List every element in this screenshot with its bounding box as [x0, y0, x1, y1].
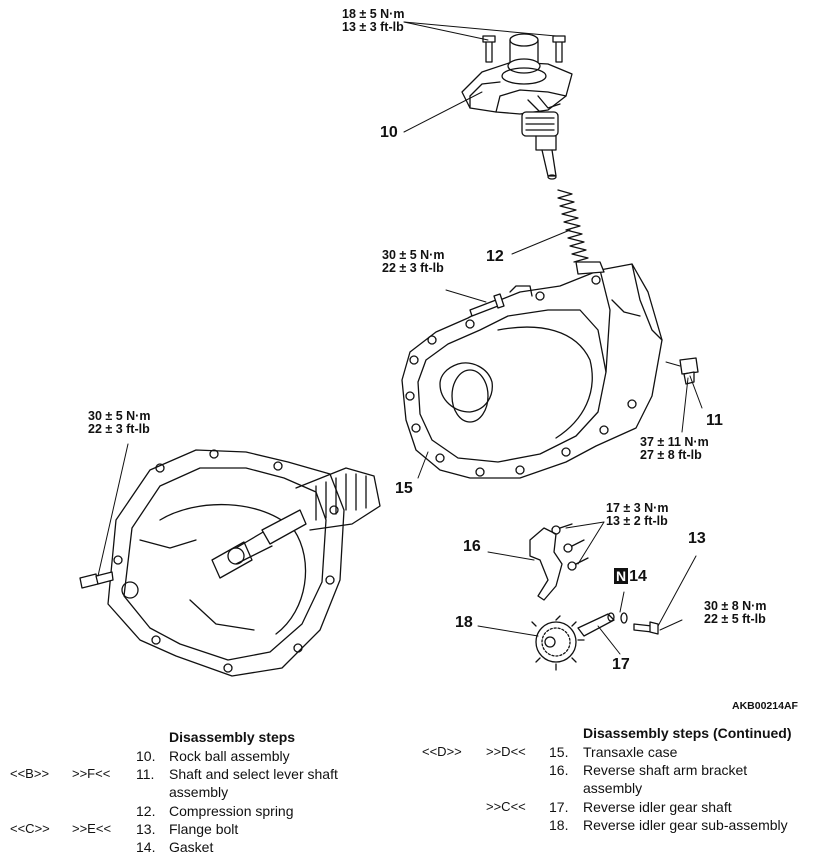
step-number: 17. — [549, 798, 569, 815]
step-ref-a: <<C>> — [10, 820, 50, 836]
torque-spec-housing-bolt: 30 ± 5 N·m 22 ± 3 ft-lb — [88, 410, 150, 436]
plug-11-drawing — [679, 357, 699, 385]
leader-lines — [97, 21, 703, 655]
torque-nm: 30 ± 8 N·m — [704, 599, 767, 613]
step-text: Reverse shaft arm bracket — [583, 762, 748, 779]
reverse-idler-gear-shaft-drawing — [577, 612, 615, 637]
disassembly-steps-right: Disassembly steps (Continued) <<D>> >>D<<… — [410, 724, 818, 854]
step-text: assembly — [583, 780, 643, 797]
reverse-shaft-arm-bracket-drawing — [529, 523, 589, 601]
callout-12: 12 — [486, 248, 504, 265]
step-text: assembly — [169, 784, 229, 801]
step-number: 14. — [136, 839, 156, 855]
callout-10: 10 — [380, 124, 398, 141]
torque-nm: 17 ± 3 N·m — [606, 501, 669, 515]
step-ref-b: >>C<< — [486, 798, 526, 814]
torque-spec-13: 30 ± 8 N·m 22 ± 5 ft-lb — [704, 600, 766, 626]
callout-17: 17 — [612, 656, 630, 673]
torque-ftlb: 13 ± 2 ft-lb — [606, 514, 668, 528]
torque-ftlb: 22 ± 5 ft-lb — [704, 612, 766, 626]
step-number: 18. — [549, 816, 569, 833]
case-bolt-drawing — [469, 293, 505, 317]
callout-16: 16 — [463, 538, 481, 555]
callout-15: 15 — [395, 480, 413, 497]
torque-nm: 18 ± 5 N·m — [342, 7, 405, 21]
step-number: 16. — [549, 762, 569, 779]
replace-part-badge: N — [614, 568, 629, 584]
steps-title-continued: Disassembly steps (Continued) — [583, 725, 792, 741]
callout-18: 18 — [455, 614, 473, 631]
compression-spring-drawing — [557, 189, 589, 263]
step-ref-a: <<B>> — [10, 766, 50, 782]
callout-14-number: 14 — [629, 568, 647, 585]
step-number: 15. — [549, 744, 569, 760]
gasket-drawing — [620, 612, 628, 624]
step-ref-a: <<D>> — [422, 744, 462, 759]
step-text: Reverse idler gear shaft — [583, 798, 732, 815]
step-text: Gasket — [169, 839, 214, 855]
callout-11: 11 — [706, 412, 723, 429]
clutch-housing-drawing — [107, 449, 381, 677]
rock-ball-assembly-drawing — [461, 33, 573, 180]
step-text: Reverse idler gear sub-assembly — [583, 816, 788, 833]
torque-ftlb: 22 ± 3 ft-lb — [382, 261, 444, 275]
step-number: 10. — [136, 748, 156, 764]
torque-nm: 37 ± 11 N·m — [640, 435, 709, 449]
torque-nm: 30 ± 5 N·m — [382, 248, 445, 262]
disassembly-steps-left: Disassembly steps 10. Rock ball assembly <… — [0, 728, 410, 858]
torque-ftlb: 22 ± 3 ft-lb — [88, 422, 150, 436]
step-ref-b: >>D<< — [486, 744, 526, 759]
step-number: 13. — [136, 820, 156, 837]
torque-spec-case-bolt: 30 ± 5 N·m 22 ± 3 ft-lb — [382, 249, 444, 275]
reverse-idler-gear-drawing — [531, 615, 585, 671]
flange-bolt-drawing — [633, 621, 659, 635]
steps-title: Disassembly steps — [169, 729, 296, 745]
step-ref-b: >>F<< — [72, 766, 111, 782]
figure-code: AKB00214AF — [732, 700, 798, 712]
torque-spec-11: 37 ± 11 N·m 27 ± 8 ft-lb — [640, 436, 709, 462]
transaxle-case-drawing — [401, 261, 663, 479]
torque-nm: 30 ± 5 N·m — [88, 409, 151, 423]
housing-bolt-drawing — [79, 571, 114, 589]
exploded-view-diagram — [79, 21, 703, 677]
callout-13: 13 — [688, 530, 706, 547]
step-number: 11. — [136, 766, 155, 783]
torque-spec-top: 18 ± 5 N·m 13 ± 3 ft-lb — [342, 8, 404, 34]
step-text: Rock ball assembly — [169, 748, 290, 764]
torque-ftlb: 27 ± 8 ft-lb — [640, 448, 702, 462]
step-ref-b: >>E<< — [72, 820, 112, 836]
step-number: 12. — [136, 802, 156, 819]
step-text: Shaft and select lever shaft — [169, 766, 338, 783]
step-text: Flange bolt — [169, 820, 239, 837]
step-text: Compression spring — [169, 802, 294, 819]
step-text: Transaxle case — [583, 744, 678, 760]
torque-spec-16: 17 ± 3 N·m 13 ± 2 ft-lb — [606, 502, 668, 528]
torque-ftlb: 13 ± 3 ft-lb — [342, 20, 404, 34]
